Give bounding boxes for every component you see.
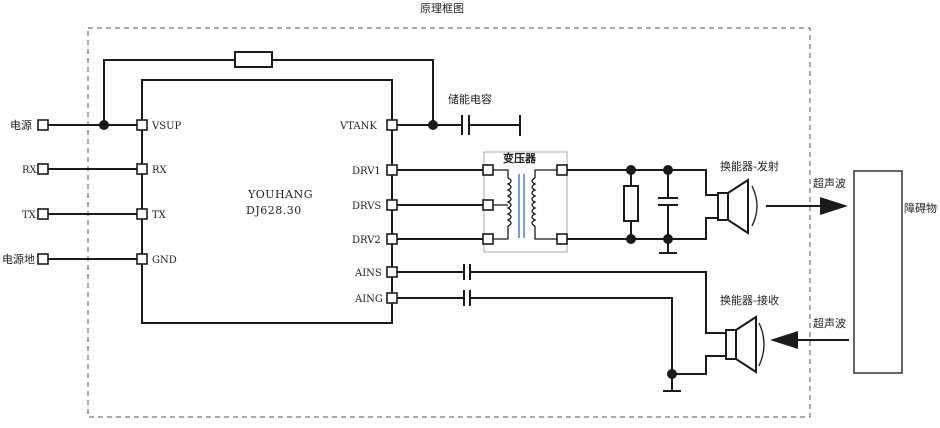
transformer-label: 变压器 <box>503 151 537 165</box>
label-ground: 电源地 <box>2 252 35 266</box>
chip-model: DJ628.30 <box>246 204 302 217</box>
pin-drv1: DRV1 <box>352 166 381 177</box>
block-boundary <box>87 27 811 418</box>
wave-label-bottom: 超声波 <box>813 316 846 330</box>
obstacle: 障碍物 <box>853 170 937 374</box>
rx-transducer-label: 换能器-接收 <box>720 293 779 307</box>
tx-transducer-label: 换能器-发射 <box>720 159 779 173</box>
pin-rx: RX <box>152 165 168 176</box>
pin-vsup: VSUP <box>151 121 182 132</box>
pin-drv2: DRV2 <box>352 235 381 246</box>
chip-name: YOUHANG <box>247 188 313 201</box>
chip-pins-right: VTANK DRV1 DRVS DRV2 AINS AING <box>339 119 398 305</box>
tx-transducer: 换能器-发射 <box>717 159 779 235</box>
wave-outgoing: 超声波 <box>766 176 848 215</box>
pin-tx: TX <box>152 210 167 221</box>
pin-ains: AINS <box>354 268 382 279</box>
storage-capacitor: 储能电容 <box>397 92 521 136</box>
obstacle-label: 障碍物 <box>904 201 937 215</box>
wave-incoming: 超声波 <box>770 316 849 349</box>
terminal-tx <box>37 208 49 220</box>
terminal-rx <box>37 163 49 175</box>
rx-transducer: 换能器-接收 <box>720 293 779 374</box>
diagram-title: 原理框图 <box>420 2 464 15</box>
left-connections: 电源 RX TX 电源地 <box>2 118 142 266</box>
terminal-ground <box>37 253 49 265</box>
chip-ic: YOUHANG DJ628.30 <box>141 79 393 324</box>
label-power: 电源 <box>10 118 32 132</box>
supply-resistor <box>103 51 434 125</box>
pin-drvs: DRVS <box>352 201 381 212</box>
label-tx: TX <box>22 210 37 221</box>
rx-input-network <box>397 264 726 392</box>
storage-capacitor-label: 储能电容 <box>448 92 492 106</box>
tx-output-network <box>567 165 718 254</box>
wave-label-top: 超声波 <box>813 176 846 190</box>
pin-aing: AING <box>354 294 383 305</box>
chip-pins-left: VSUP RX TX GND <box>136 119 182 266</box>
label-rx: RX <box>22 165 38 176</box>
pin-gnd: GND <box>152 255 177 266</box>
terminal-power <box>37 119 49 131</box>
pin-vtank: VTANK <box>339 121 377 132</box>
transformer: 变压器 <box>397 151 568 253</box>
